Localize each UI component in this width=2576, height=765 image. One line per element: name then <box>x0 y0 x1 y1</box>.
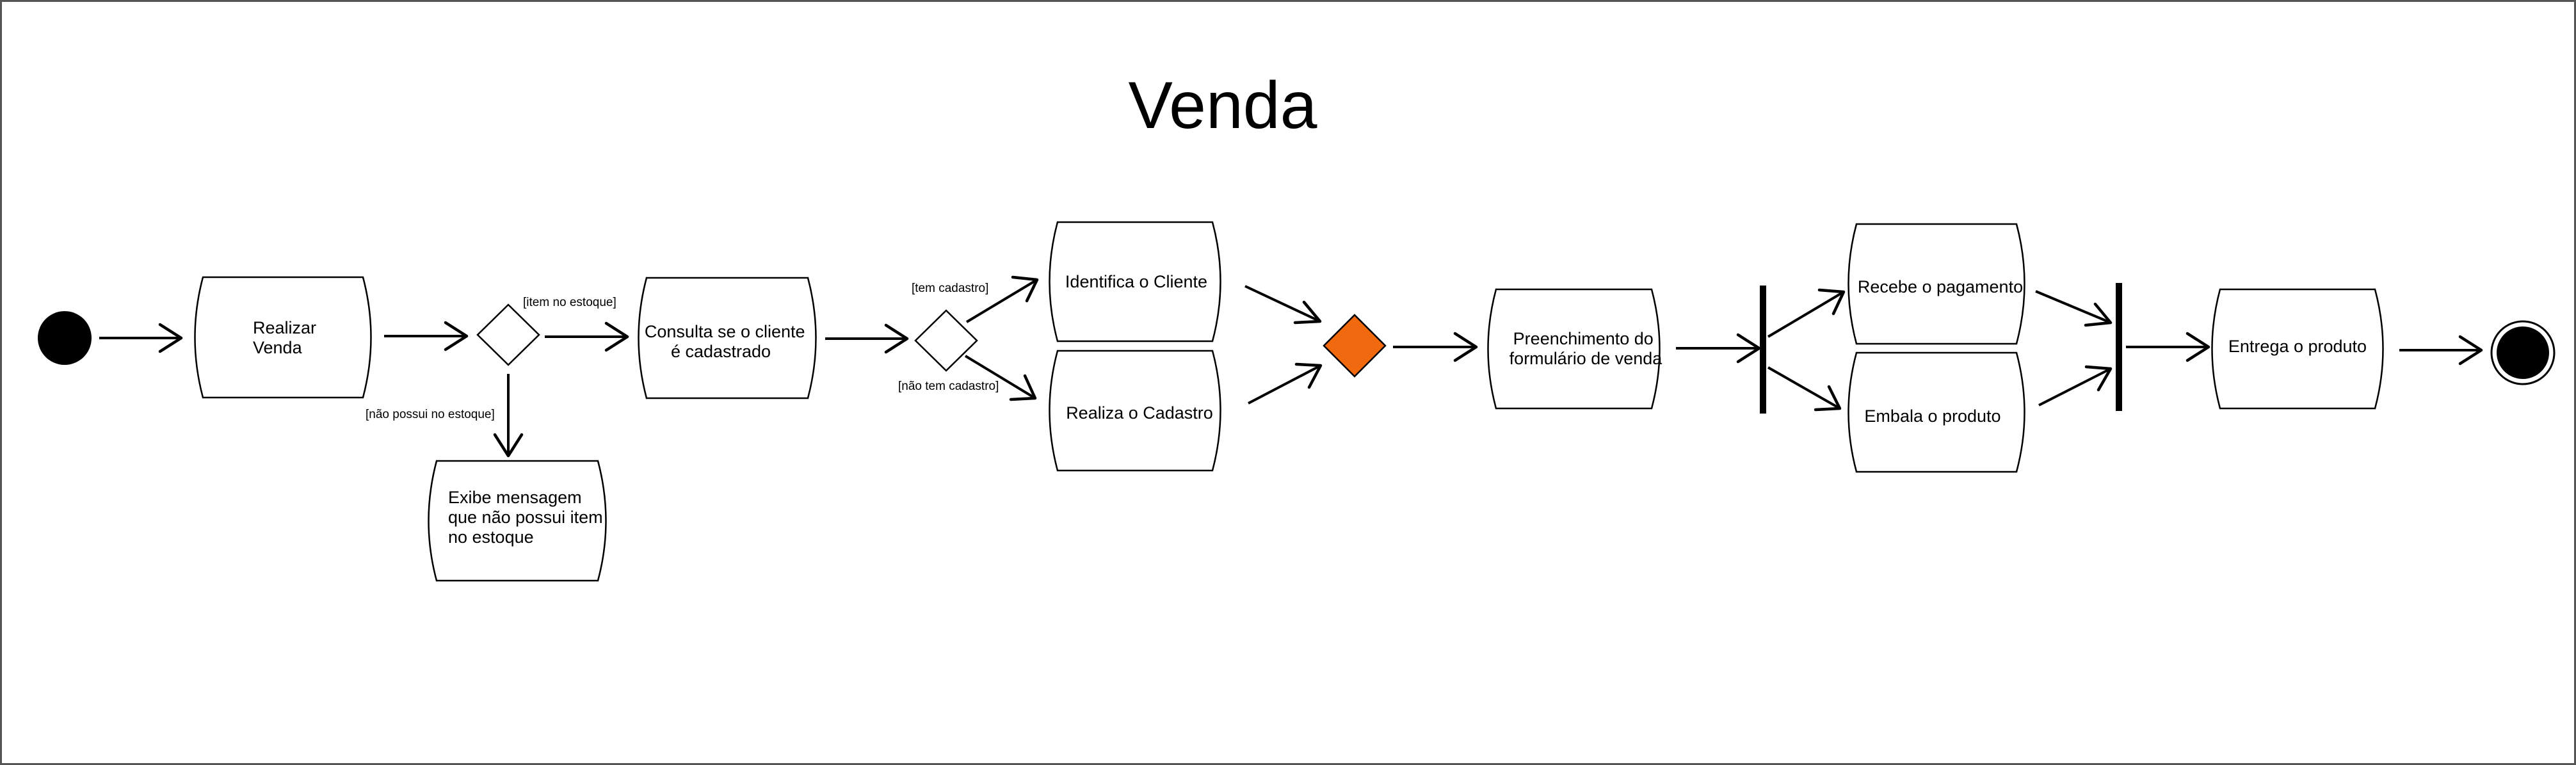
action-embala-produto[interactable]: Embala o produto <box>1847 351 2025 473</box>
action-label-line: Consulta se o cliente <box>645 322 805 341</box>
action-label-line: Identifica o Cliente <box>1065 272 1207 291</box>
svg-text:Recebe o pagamento: Recebe o pagamento <box>1858 277 2023 296</box>
svg-text:Preenchimento do formulá: Preenchimento do formulário de venda <box>1509 329 1663 368</box>
svg-text:Identifica o Cliente: Identifica o Cliente <box>1065 272 1207 291</box>
action-entrega-produto[interactable]: Entrega o produto <box>2211 288 2384 410</box>
initial-node[interactable] <box>38 311 92 365</box>
fork-bar[interactable] <box>1760 286 1766 414</box>
action-label-line: Realizar <box>253 318 316 337</box>
svg-text:Exibe mensagem que não p: Exibe mensagem que não possui item no es… <box>448 488 608 547</box>
control-flow <box>964 355 1037 401</box>
decision-estoque[interactable] <box>476 303 540 366</box>
action-preenchimento-formulario[interactable]: Preenchimento do formulário de venda <box>1487 288 1663 410</box>
action-label-line: Recebe o pagamento <box>1858 277 2023 296</box>
control-flow <box>965 275 1039 323</box>
action-label-line: Entrega o produto <box>2228 337 2367 356</box>
action-exibe-mensagem[interactable]: Exibe mensagem que não possui item no es… <box>428 460 608 582</box>
svg-text:Realiza o Cadastro: Realiza o Cadastro <box>1066 403 1213 423</box>
action-label-line: Exibe mensagem <box>448 488 582 507</box>
control-flow <box>2126 332 2210 362</box>
final-node[interactable] <box>2490 320 2556 385</box>
svg-text:Entrega o produto: Entrega o produto <box>2228 337 2367 356</box>
action-realiza-cadastro[interactable]: Realiza o Cadastro <box>1049 350 1221 472</box>
action-label-line: Venda <box>253 338 303 357</box>
control-flow <box>1767 366 1842 412</box>
action-recebe-pagamento[interactable]: Recebe o pagamento <box>1847 223 2025 345</box>
action-label-line: Realiza o Cadastro <box>1066 403 1213 423</box>
action-label-line: Embala o produto <box>1864 407 2000 426</box>
action-label-line: Preenchimento do <box>1513 329 1654 348</box>
join-bar[interactable] <box>2116 283 2122 411</box>
action-label-line: é cadastrado <box>671 342 771 361</box>
decision-cadastro[interactable] <box>914 309 978 372</box>
control-flow <box>1244 285 1322 325</box>
control-flow <box>384 321 469 351</box>
control-flow <box>1676 333 1761 364</box>
action-realizar-venda[interactable]: Realizar Venda <box>194 276 372 399</box>
action-identifica-cliente[interactable]: Identifica o Cliente <box>1049 221 1221 342</box>
control-flow <box>1393 332 1478 362</box>
action-label-line: formulário de venda <box>1509 349 1663 368</box>
guard-item-no-estoque: [item no estoque] <box>523 296 616 309</box>
control-flow <box>493 374 524 458</box>
svg-text:Realizar Venda: Realizar Venda <box>253 318 321 357</box>
guard-nao-possui-estoque: [não possui no estoque] <box>366 408 495 421</box>
control-flow <box>2399 335 2483 366</box>
control-flow <box>99 323 183 353</box>
merge-node[interactable] <box>1323 314 1387 378</box>
control-flow <box>545 321 629 352</box>
svg-text:Consulta se o cliente é: Consulta se o cliente é cadastrado <box>645 322 810 361</box>
action-consulta-cliente[interactable]: Consulta se o cliente é cadastrado <box>638 277 817 399</box>
action-label-line: no estoque <box>448 527 534 547</box>
diagram-title: Venda <box>1129 68 1317 143</box>
control-flow <box>2035 290 2113 327</box>
control-flow <box>1248 362 1323 405</box>
guard-tem-cadastro: [tem cadastro] <box>912 282 988 295</box>
guard-nao-tem-cadastro: [não tem cadastro] <box>898 380 999 393</box>
control-flow <box>2038 365 2113 407</box>
control-flow <box>1767 288 1846 338</box>
action-label-line: que não possui item <box>448 508 603 527</box>
control-flow <box>825 323 909 354</box>
svg-text:Embala o produto: Embala o produto <box>1864 407 2000 426</box>
